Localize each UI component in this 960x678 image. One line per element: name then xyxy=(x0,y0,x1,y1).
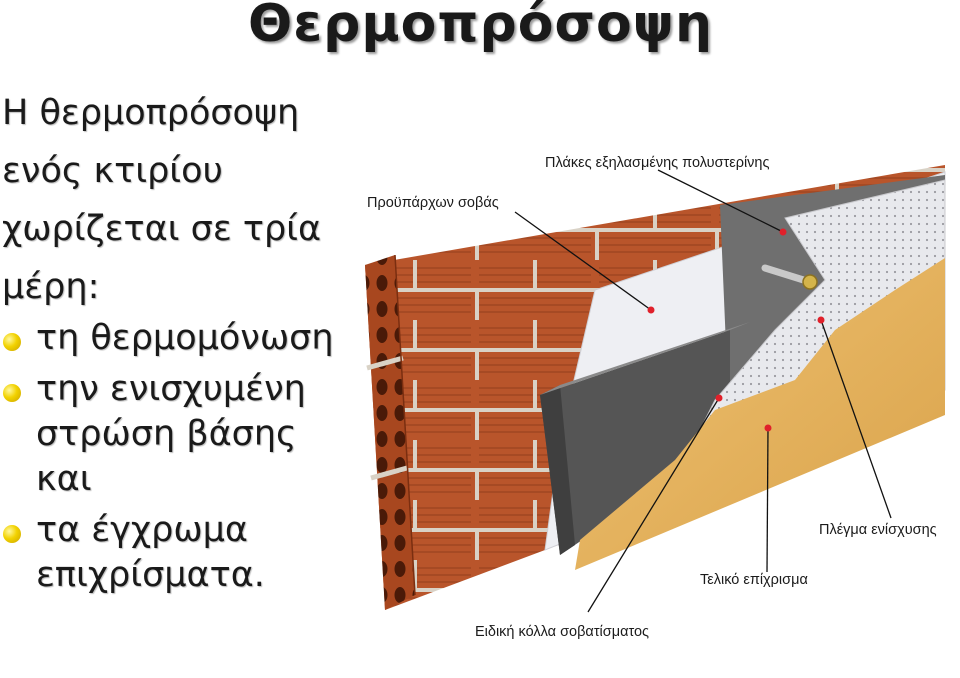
bullet-text: τη θερμομόνωση xyxy=(36,318,334,358)
label-adhesive: Ειδική κόλλα σοβατίσματος xyxy=(475,624,649,640)
intro-line: Η θερμοπρόσοψη xyxy=(2,93,300,133)
bullet-item: τη θερμομόνωση xyxy=(0,316,360,361)
intro-line: μέρη: xyxy=(2,267,100,307)
bullet-list: τη θερμομόνωση την ενισχυμένη στρώση βάσ… xyxy=(0,316,360,604)
label-final-render: Τελικό επίχρισμα xyxy=(700,572,808,588)
bullet-dot-icon xyxy=(3,333,21,351)
bullet-text: τα έγχρωμα επιχρίσματα. xyxy=(36,510,265,595)
label-mesh: Πλέγμα ενίσχυσης xyxy=(819,522,937,538)
label-eps-boards: Πλάκες εξηλασμένης πολυστερίνης xyxy=(545,155,769,171)
bullet-text: την ενισχυμένη στρώση βάσης και xyxy=(36,369,306,499)
page-title: Θερμοπρόσοψη xyxy=(248,0,713,54)
callout-markers xyxy=(647,228,825,432)
bullet-item: την ενισχυμένη στρώση βάσης και xyxy=(0,367,360,502)
callout-lines xyxy=(514,169,892,613)
bullet-item: τα έγχρωμα επιχρίσματα. xyxy=(0,508,360,598)
bullet-dot-icon xyxy=(3,384,21,402)
wall-layers-diagram: Πλάκες εξηλασμένης πολυστερίνης Προϋπάρχ… xyxy=(365,155,946,640)
final-render-layer xyxy=(575,258,945,570)
intro-line: ενός κτιρίου xyxy=(2,151,223,191)
anchor-dowel-icon xyxy=(761,264,818,290)
label-existing-plaster: Προϋπάρχων σοβάς xyxy=(367,195,499,211)
intro-text: Η θερμοπρόσοψη ενός κτιρίου χωρίζεται σε… xyxy=(2,84,352,316)
bullet-dot-icon xyxy=(3,525,21,543)
intro-line: χωρίζεται σε τρία xyxy=(2,209,322,249)
